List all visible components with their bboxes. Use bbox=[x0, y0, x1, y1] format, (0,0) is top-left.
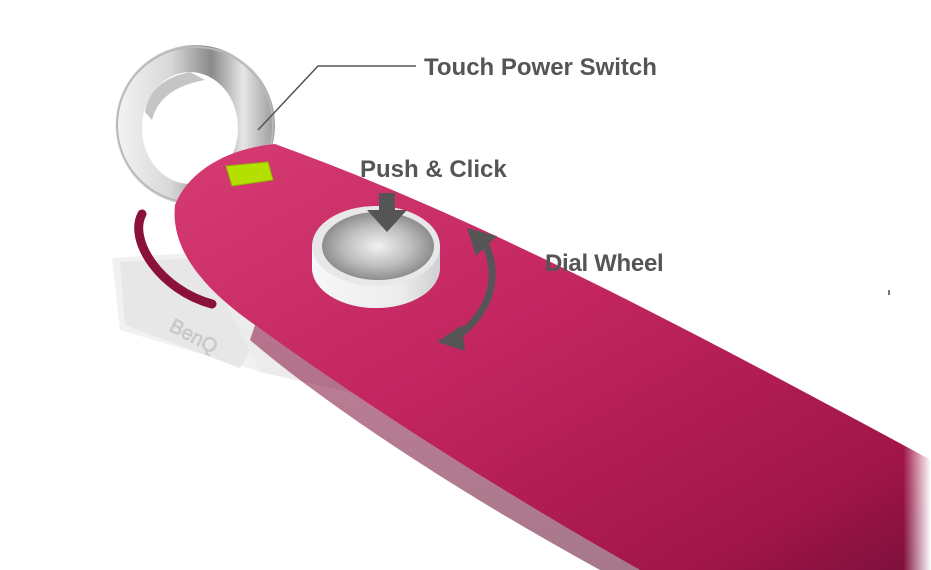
power-switch-leader-line bbox=[257, 65, 416, 131]
power-indicator-light bbox=[225, 161, 274, 187]
push-click-label: Push & Click bbox=[360, 156, 507, 183]
lamp-arm bbox=[174, 144, 931, 570]
touch-power-switch-label: Touch Power Switch bbox=[424, 54, 657, 81]
down-arrow-icon bbox=[367, 193, 407, 232]
dial-wheel-label: Dial Wheel bbox=[545, 250, 664, 277]
dial-knob bbox=[312, 206, 440, 308]
power-cable bbox=[134, 209, 217, 309]
speck bbox=[888, 290, 890, 295]
rotate-arrow-icon bbox=[437, 228, 497, 351]
